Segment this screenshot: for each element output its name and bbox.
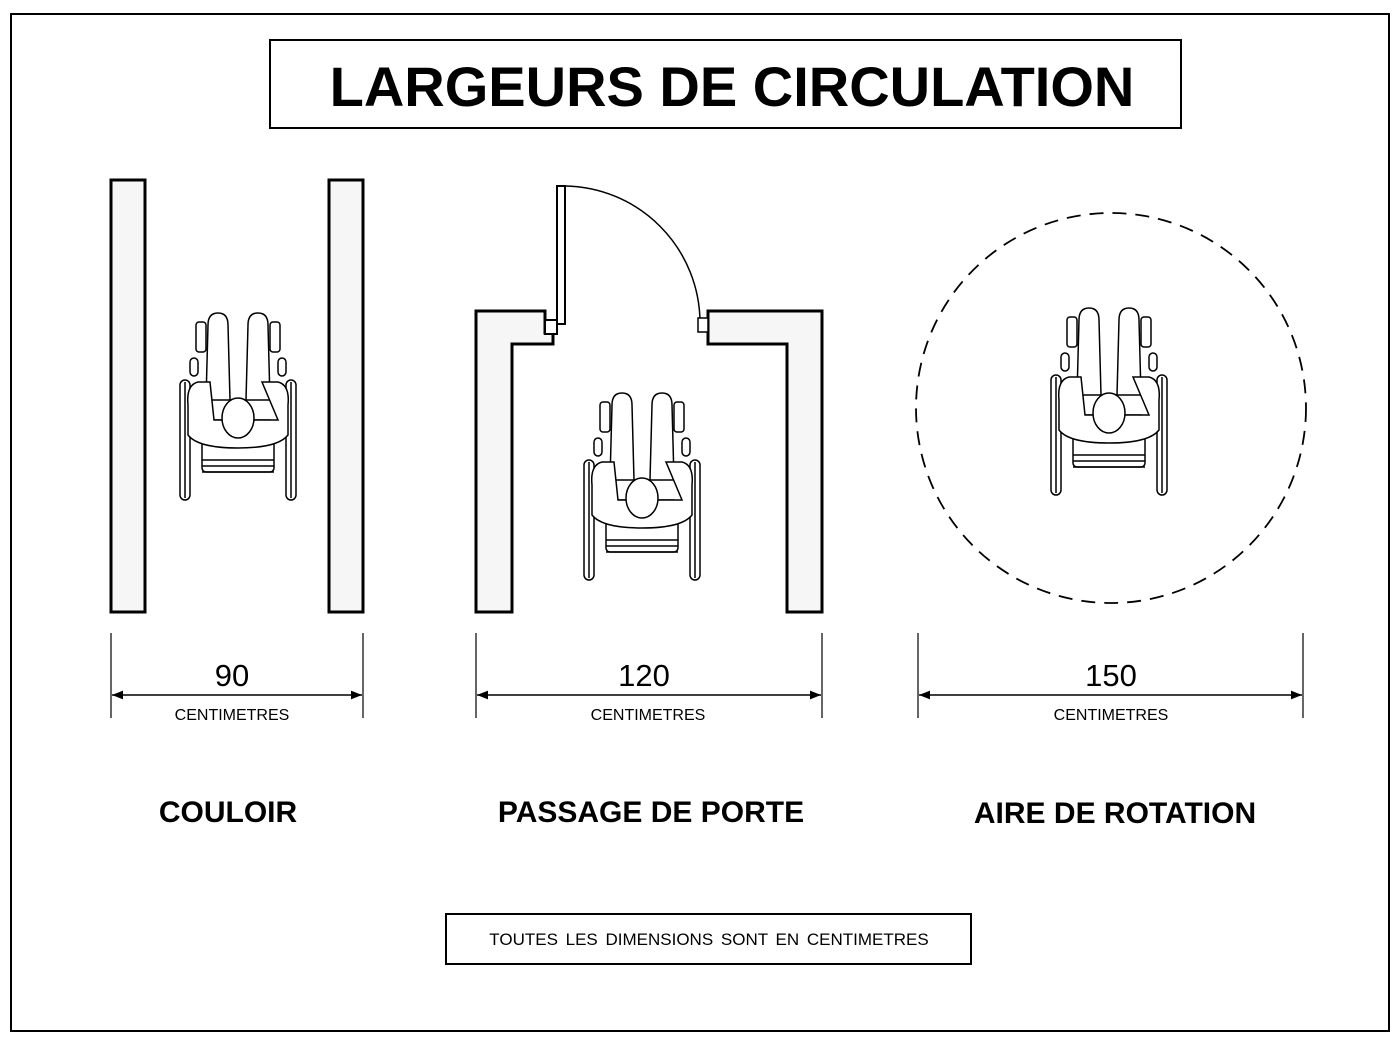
- doorway-wall-left: [474, 309, 555, 614]
- doorway-dimension-value: 120: [618, 658, 670, 693]
- door-jamb: [544, 319, 558, 335]
- doorway-dimension-unit: CENTIMETRES: [591, 707, 706, 724]
- corridor-wall-left: [109, 178, 147, 614]
- door-leaf: [556, 185, 566, 325]
- outer-border: [10, 13, 1390, 1032]
- corridor-dimension-value: 90: [215, 658, 249, 693]
- turning-area-panel: 150 CENTIMETRES AIRE DE ROTATION: [915, 212, 1307, 830]
- corridor-label: COULOIR: [159, 796, 298, 829]
- door-swing-icon: [564, 185, 701, 323]
- title-box: [269, 39, 1182, 129]
- turning-label: AIRE DE ROTATION: [974, 797, 1256, 830]
- corridor-panel: 90 CENTIMETRES COULOIR: [109, 178, 365, 829]
- wheelchair-user-icon: [179, 312, 297, 501]
- dimensions-note: TOUTES LES DIMENSIONS SONT EN CENTIMETRE…: [489, 930, 928, 949]
- turning-circle-icon: [915, 212, 1307, 604]
- turning-dimension-unit: CENTIMETRES: [1054, 707, 1169, 724]
- doorway-wall-right: [706, 309, 824, 614]
- corridor-wall-right: [327, 178, 365, 614]
- note-box: [445, 913, 972, 965]
- door-strike: [697, 317, 709, 333]
- doorway-label: PASSAGE DE PORTE: [498, 796, 804, 829]
- wheelchair-user-icon: [1050, 307, 1168, 496]
- corridor-dimension-unit: CENTIMETRES: [175, 707, 290, 724]
- turning-dimension-value: 150: [1085, 658, 1137, 693]
- wheelchair-user-icon: [583, 392, 701, 581]
- page-title: LARGEURS DE CIRCULATION: [330, 55, 1135, 118]
- doorway-panel: 120 CENTIMETRES PASSAGE DE PORTE: [474, 185, 824, 829]
